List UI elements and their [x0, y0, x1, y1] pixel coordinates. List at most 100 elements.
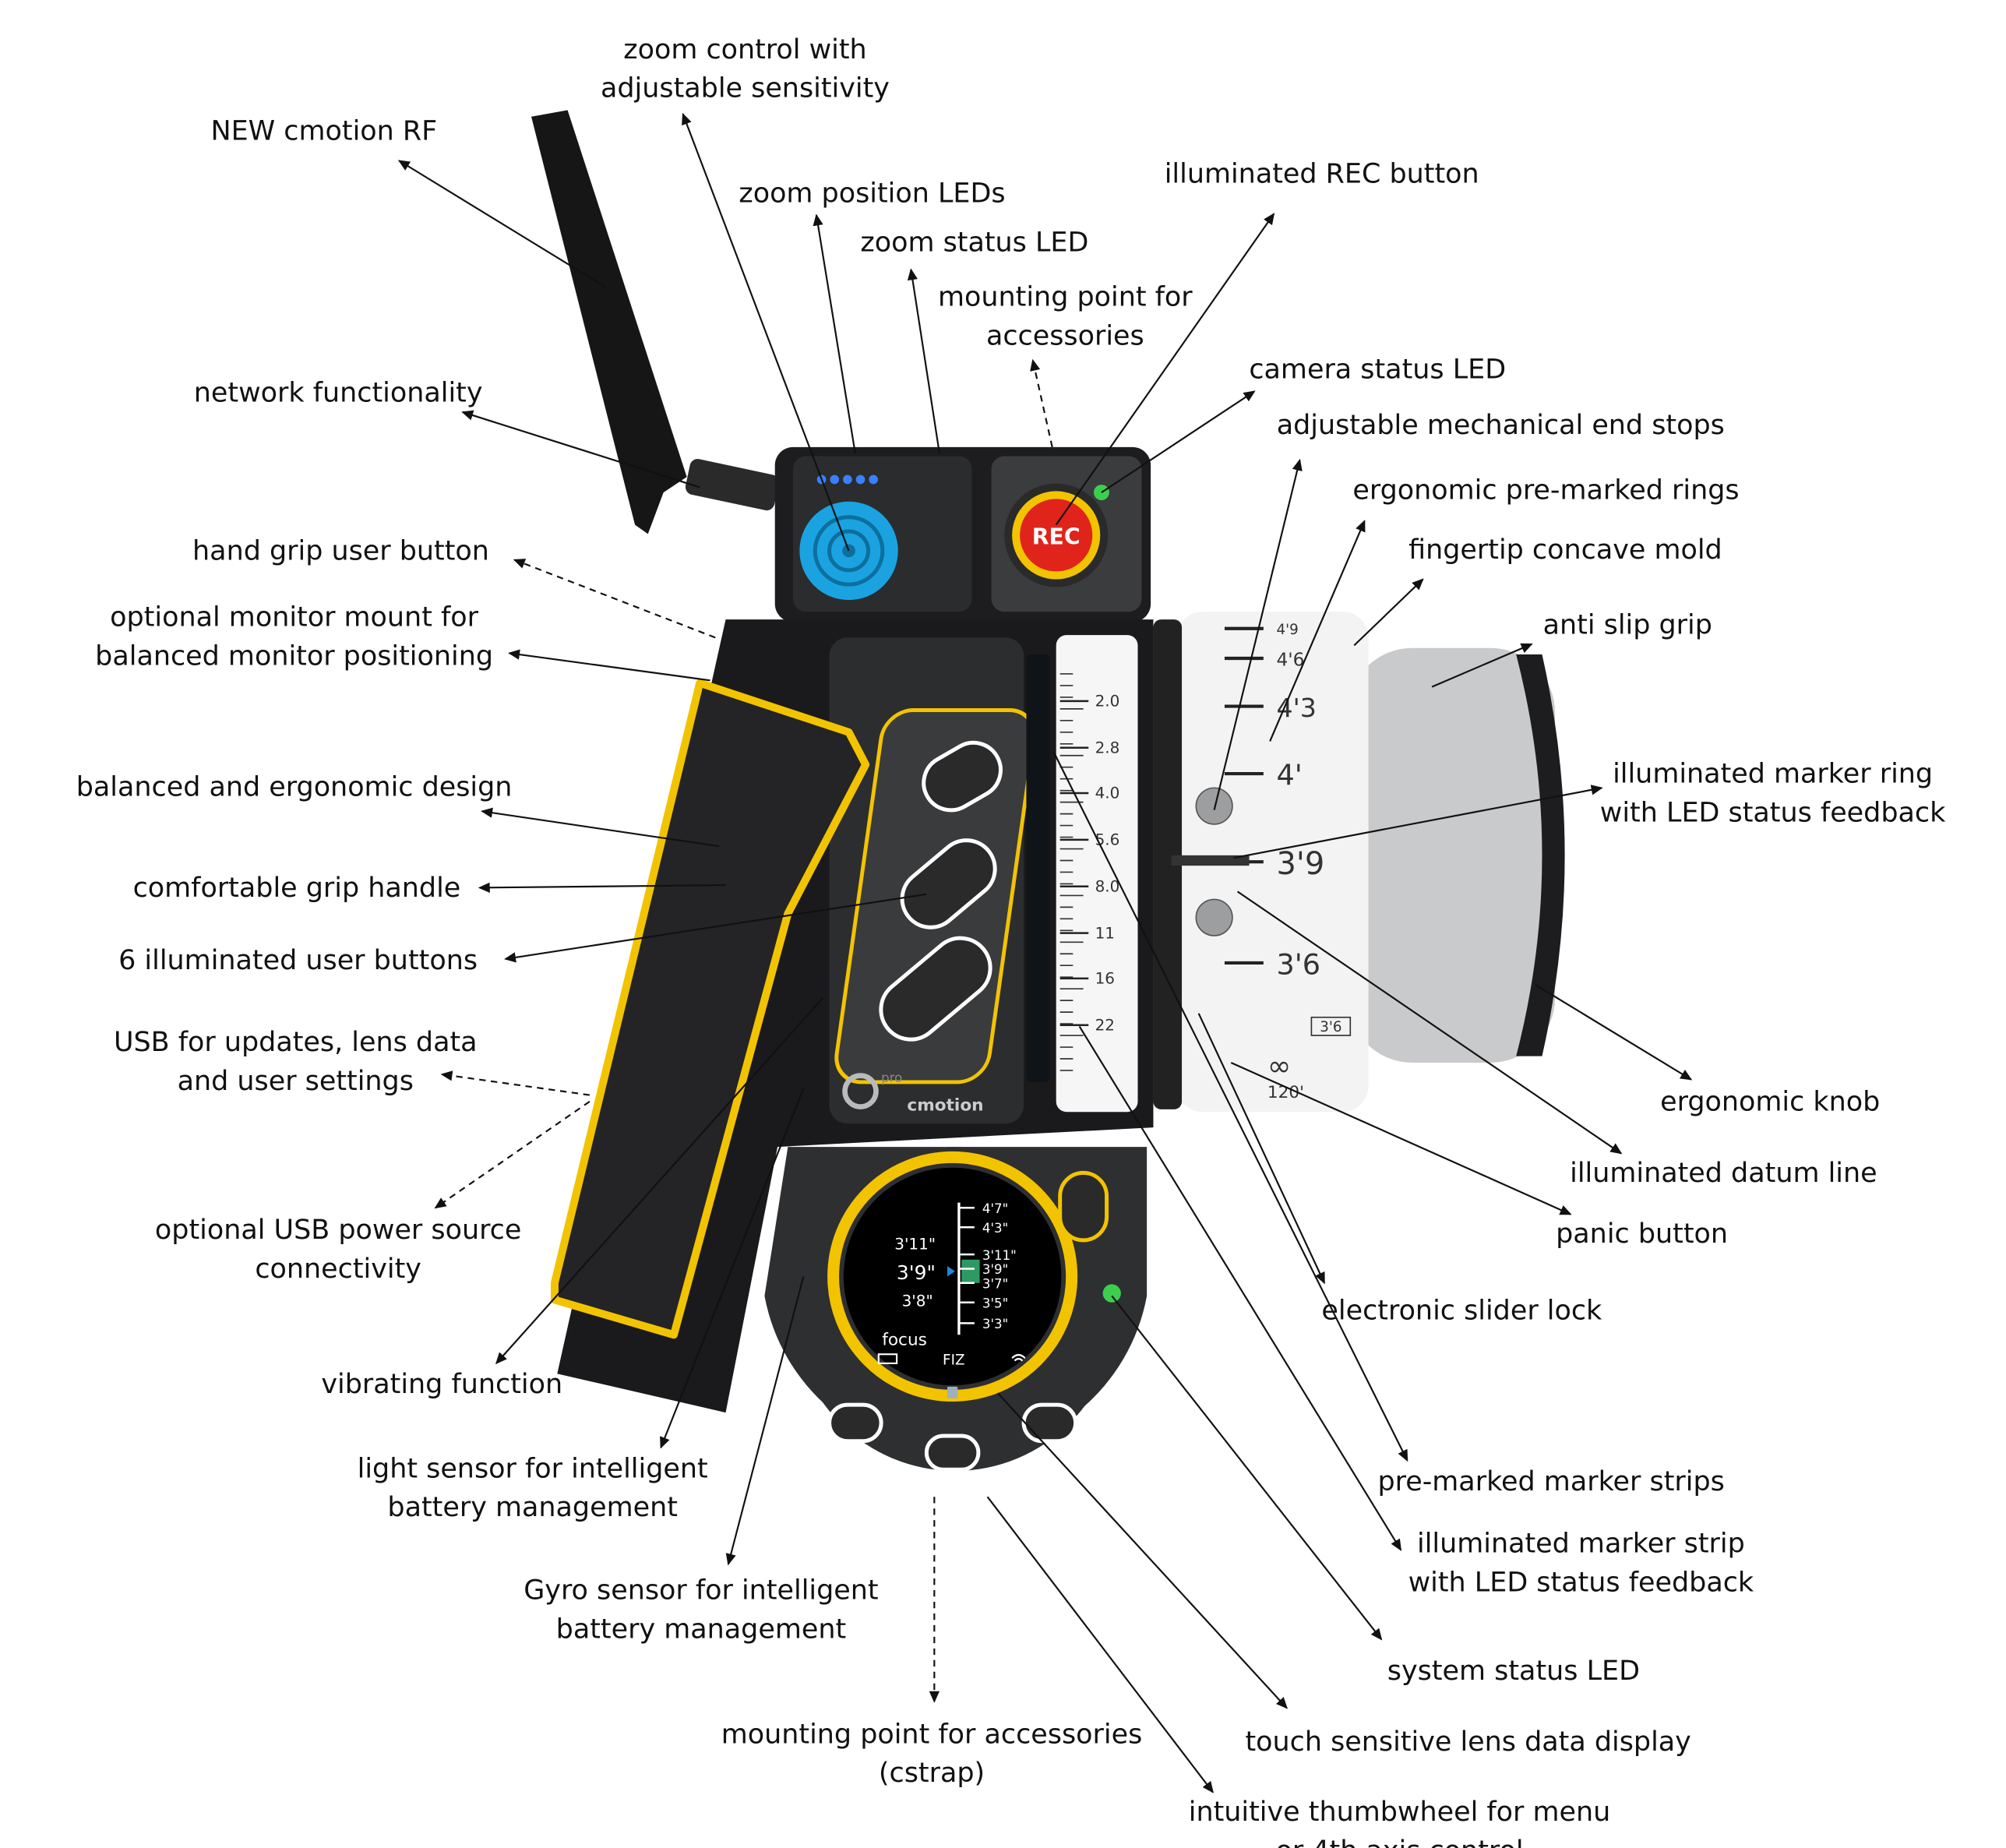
arrow-comfortable-grip — [478, 882, 726, 893]
label-camera-status-led: camera status LED — [1249, 354, 1506, 386]
slider-mark-label: 16 — [1095, 969, 1115, 988]
label-adjustable-end-stops: adjustable mechanical end stops — [1277, 410, 1725, 441]
label-network-functionality: network functionality — [194, 378, 483, 409]
label-marker-strips: pre-marked marker strips — [1377, 1466, 1724, 1497]
label-comfortable-grip: comfortable grip handle — [133, 873, 461, 904]
display-content: 3'11" 3'9" 3'8" 4'7"4'3"3'11"3'9"3'7"3'5… — [877, 1201, 1026, 1398]
arrow-ergonomic-knob — [1535, 984, 1693, 1081]
label-illuminated-marker-ring-line2: with LED status feedback — [1600, 798, 1946, 829]
arrow-fingertip-mold — [1353, 578, 1424, 647]
display-scale-label: 4'3" — [982, 1221, 1008, 1236]
label-ergonomic-knob: ergonomic knob — [1660, 1087, 1880, 1118]
logo-mark — [842, 1073, 879, 1109]
user-button-3[interactable] — [869, 926, 1003, 1052]
ring-mark-label: 3'6 — [1276, 948, 1320, 982]
user-button-2[interactable] — [890, 829, 1007, 940]
display-scale-label: 3'3" — [982, 1317, 1008, 1331]
label-mounting-point-top: mounting point for — [938, 282, 1193, 313]
slider-mark-label: 8.0 — [1095, 876, 1120, 895]
rec-label: REC — [1032, 524, 1081, 550]
grip-handle — [550, 679, 870, 1339]
antenna-connector — [685, 459, 779, 511]
display-scale-label: 3'9" — [982, 1262, 1008, 1277]
label-thumbwheel-line2: or 4th axis control — [1275, 1836, 1523, 1848]
label-gyro-sensor: Gyro sensor for intelligent — [524, 1575, 878, 1606]
arrow-light-sensor — [660, 1088, 805, 1449]
lens-data-display[interactable] — [843, 1167, 1062, 1386]
arrow-hand-grip-user-button — [513, 559, 716, 639]
ergonomic-knob[interactable] — [1347, 647, 1556, 1063]
arrow-illuminated-marker-strip — [1078, 1025, 1402, 1551]
label-light-sensor-line2: battery management — [387, 1492, 678, 1523]
ring-box-label: 3'6 — [1320, 1019, 1341, 1035]
slider-mark-label: 5.6 — [1095, 831, 1120, 849]
arrow-camera-status-led — [1101, 390, 1256, 493]
battery-icon — [877, 1353, 898, 1364]
label-system-status-led: system status LED — [1387, 1656, 1640, 1687]
arrow-mounting-point-top — [1030, 358, 1053, 448]
arrow-network-functionality — [461, 410, 700, 488]
user-button-1[interactable] — [914, 733, 1010, 820]
bottom-button-left[interactable] — [827, 1402, 883, 1444]
arrow-anti-slip-grip — [1431, 643, 1533, 688]
label-zoom-control-line2: adjustable sensitivity — [601, 73, 890, 104]
label-zoom-position-leds: zoom position LEDs — [739, 178, 1005, 209]
ring-mark-label: 4' — [1276, 759, 1302, 792]
bottom-button-right[interactable] — [1021, 1402, 1078, 1444]
arrow-balanced-design — [481, 807, 720, 848]
display-focus-indicator — [961, 1259, 980, 1283]
label-usb-power: optional USB power source — [155, 1215, 521, 1246]
display-scale-label: 4'7" — [982, 1201, 1008, 1216]
arrow-lens-data-display — [997, 1392, 1288, 1709]
arrow-optional-monitor-mount — [508, 649, 710, 682]
ring-scale: 4'94'64'34'3'93'63'6∞120' — [1224, 622, 1352, 1102]
label-zoom-control: zoom control with — [623, 34, 866, 65]
arrow-user-buttons — [504, 893, 927, 963]
label-thumbwheel: intuitive thumbwheel for menu — [1189, 1797, 1611, 1828]
label-usb-updates: USB for updates, lens data — [114, 1027, 478, 1058]
label-illuminated-marker-ring: illuminated marker ring — [1613, 759, 1933, 790]
arrow-zoom-status-led — [907, 268, 941, 454]
arrow-zoom-control — [682, 112, 850, 552]
knob-edge — [1516, 654, 1565, 1056]
end-stop-knob-bottom[interactable] — [1195, 898, 1233, 936]
arrow-slider-lock — [1197, 1013, 1326, 1285]
display-mode: focus — [882, 1331, 927, 1350]
display-scale-label: 3'7" — [982, 1276, 1008, 1291]
slider-track[interactable] — [1026, 654, 1050, 1082]
label-slider-lock: electronic slider lock — [1321, 1295, 1602, 1326]
rec-button[interactable]: REC — [1004, 483, 1109, 587]
bottom-button-center[interactable] — [924, 1434, 981, 1472]
display-pointer-icon — [947, 1266, 955, 1277]
label-usb-power-line2: connectivity — [255, 1254, 421, 1285]
system-status-led — [1102, 1284, 1121, 1303]
arrow-panic-button — [1230, 1061, 1572, 1215]
callout-arrows — [397, 112, 1693, 1793]
arrow-new-cmotion-rf — [397, 160, 608, 289]
display-left-value-2: 3'9" — [897, 1261, 936, 1284]
label-optional-monitor-mount: optional monitor mount for — [110, 601, 478, 633]
slider-mark-label: 2.0 — [1095, 692, 1120, 711]
display-scale-label: 3'5" — [982, 1296, 1008, 1310]
arrow-usb-power — [434, 1100, 591, 1209]
ring-mark-label: 4'6 — [1276, 649, 1304, 670]
label-datum-line: illuminated datum line — [1570, 1158, 1877, 1189]
slider-mark-label: 4.0 — [1095, 784, 1120, 802]
arrow-illuminated-rec-button — [1055, 213, 1275, 526]
label-usb-updates-line2: and user settings — [178, 1066, 414, 1097]
label-gyro-sensor-line2: battery management — [556, 1614, 847, 1645]
label-optional-monitor-mount-line2: balanced monitor positioning — [95, 640, 493, 672]
panic-button[interactable] — [1058, 1170, 1109, 1243]
end-stop-knob-top[interactable] — [1195, 787, 1233, 825]
display-status: FIZ — [943, 1352, 964, 1369]
label-mounting-point-cstrap: mounting point for accessories — [721, 1719, 1143, 1750]
slider-mark-label: 22 — [1095, 1015, 1115, 1034]
arrow-usb-updates — [440, 1070, 591, 1096]
marker-ring[interactable] — [1176, 612, 1369, 1113]
ring-infinity: ∞ — [1267, 1049, 1291, 1083]
display-scale-label: 3'11" — [982, 1248, 1017, 1263]
label-hand-grip-user-button: hand grip user button — [192, 536, 489, 567]
